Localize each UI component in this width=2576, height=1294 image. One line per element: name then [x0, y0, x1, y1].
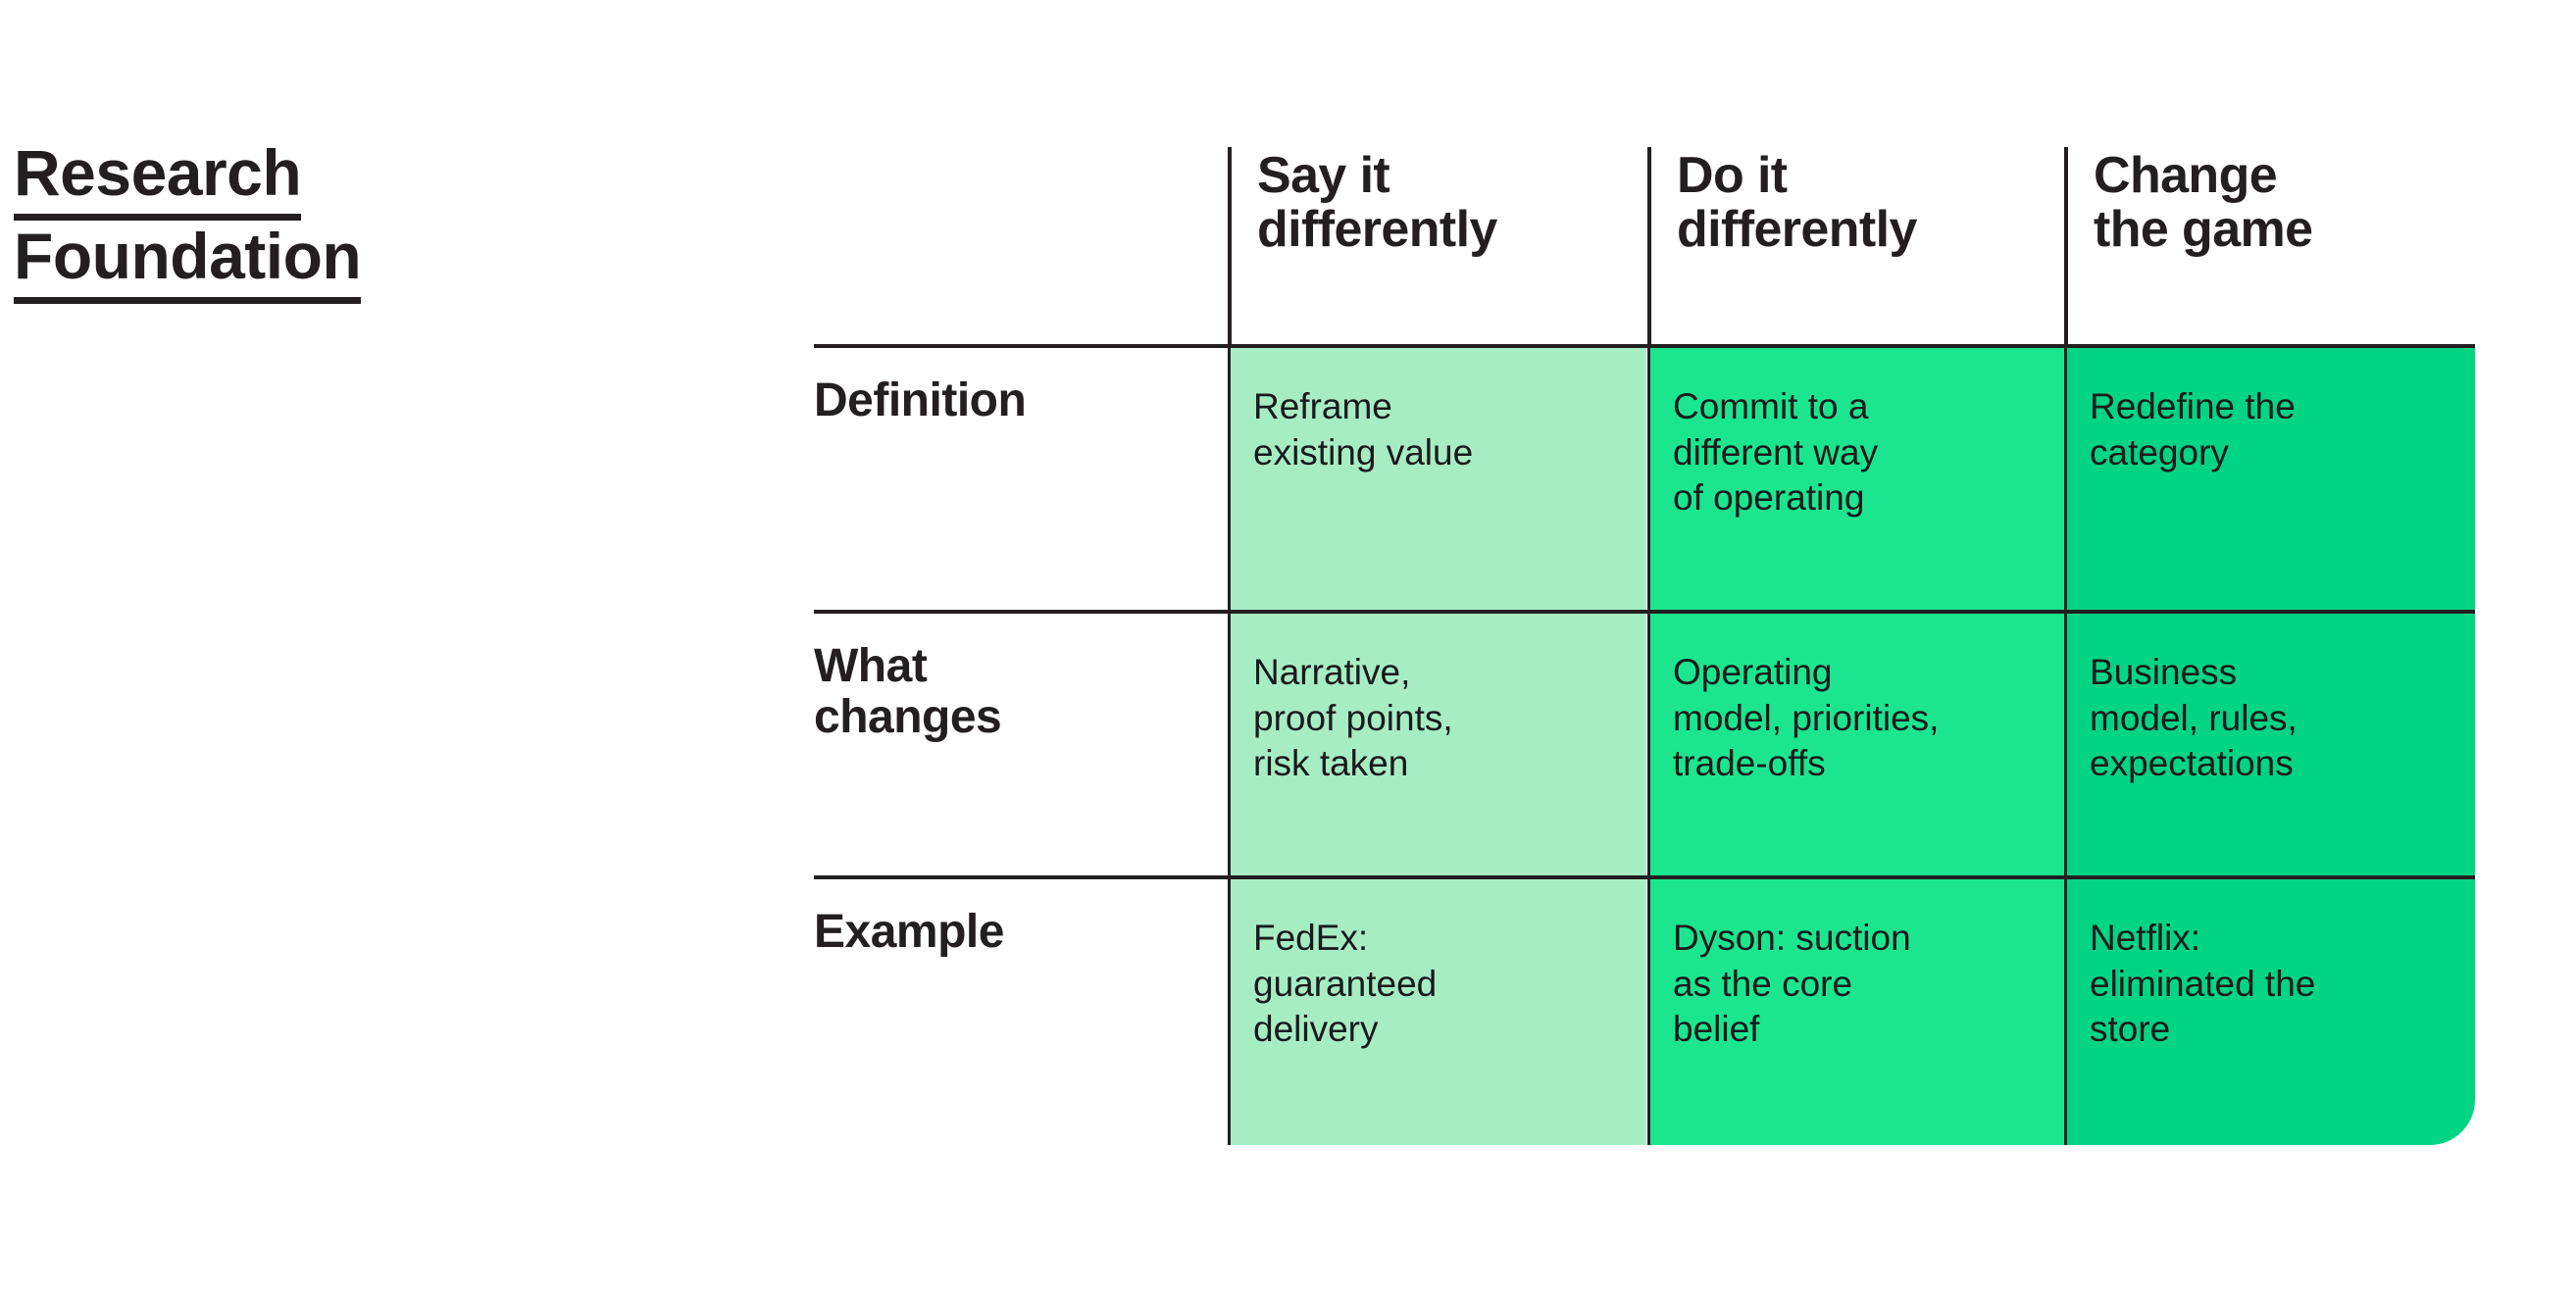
column-header-say-it-differently: Say it differently: [1228, 147, 1647, 344]
cell-what-changes-change-the-game: Business model, rules, expectations: [2090, 652, 2298, 784]
cell-definition-do-it-differently: Commit to a different way of operating: [1673, 386, 1879, 519]
column-background-do-it-differently: [1647, 344, 2066, 1145]
table-row: Definition Reframe existing value Commit…: [814, 348, 2475, 610]
page-title-line-2-text: Foundation: [14, 220, 362, 304]
row-label-example: Example: [814, 906, 1004, 958]
divider-column-1-left: [1228, 344, 1231, 1145]
matrix-corner-header: [814, 147, 1228, 344]
table-row: What changes Narrative, proof points, ri…: [814, 614, 2475, 875]
page-title-line-1-text: Research: [14, 136, 302, 221]
cell-example-do-it-differently: Dyson: suction as the core belief: [1673, 918, 1911, 1050]
table-row: Example FedEx: guaranteed delivery Dyson…: [814, 879, 2475, 1145]
cell-example-say-it-differently: FedEx: guaranteed delivery: [1253, 918, 1438, 1050]
divider-column-2-left: [1647, 344, 1650, 1145]
cell-what-changes-say-it-differently: Narrative, proof points, risk taken: [1253, 652, 1453, 784]
comparison-matrix: Say it differently Do it differently Cha…: [814, 147, 2475, 1145]
cell-definition-say-it-differently: Reframe existing value: [1253, 386, 1474, 473]
divider-row-2-bottom: [814, 875, 2475, 879]
matrix-header-row: Say it differently Do it differently Cha…: [814, 147, 2475, 344]
column-background-change-the-game: [2064, 344, 2475, 1145]
column-header-do-it-differently: Do it differently: [1647, 147, 2064, 344]
column-header-change-the-game: Change the game: [2064, 147, 2475, 344]
column-background-say-it-differently: [1228, 344, 1646, 1145]
page-title-line-2: Foundation: [14, 220, 700, 304]
divider-column-3-left: [2064, 344, 2067, 1145]
row-label-what-changes: What changes: [814, 640, 1002, 743]
page-title: Research Foundation: [14, 136, 700, 304]
divider-row-1-bottom: [814, 610, 2475, 614]
cell-what-changes-do-it-differently: Operating model, priorities, trade-offs: [1673, 652, 1940, 784]
cell-example-change-the-game: Netflix: eliminated the store: [2090, 918, 2316, 1050]
row-label-definition: Definition: [814, 374, 1027, 426]
cell-definition-change-the-game: Redefine the category: [2090, 386, 2296, 473]
page-title-line-1: Research: [14, 136, 700, 221]
divider-header-bottom: [814, 344, 2475, 348]
